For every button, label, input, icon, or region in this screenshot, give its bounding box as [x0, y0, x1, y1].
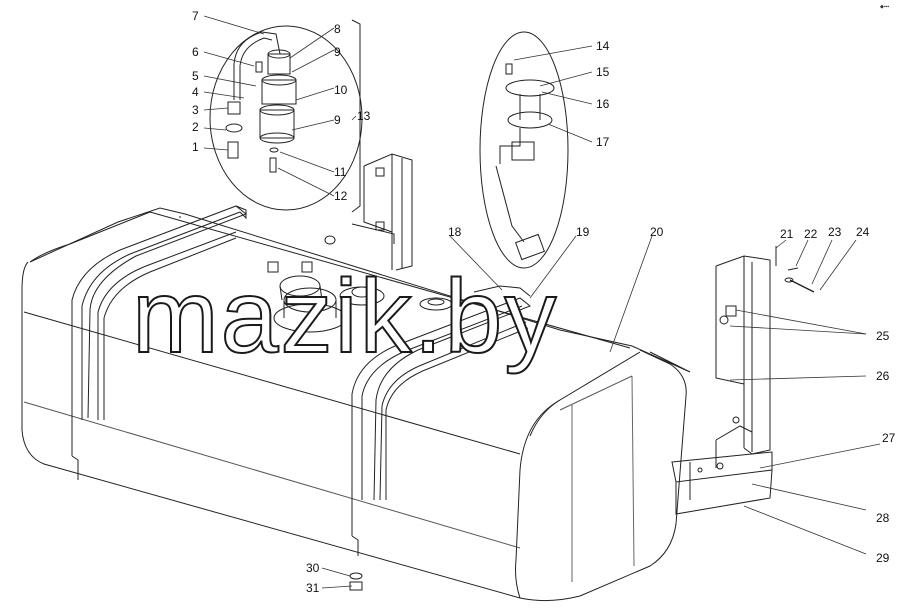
right-strap — [351, 285, 531, 556]
callout-1: 1 — [192, 140, 199, 154]
callout-labels: 7 8 6 9 5 4 10 3 13 9 2 1 11 12 14 15 16… — [192, 9, 896, 595]
callout-9-upper: 9 — [334, 45, 341, 59]
level-sensor-assembly — [479, 31, 569, 269]
callout-8: 8 — [334, 22, 341, 36]
callout-15: 15 — [596, 65, 610, 79]
callout-18: 18 — [448, 225, 462, 239]
left-strap — [71, 205, 247, 480]
watermark-text: mazik.by — [132, 259, 558, 375]
callout-25: 25 — [876, 329, 890, 343]
callout-12: 12 — [334, 189, 348, 203]
callout-14: 14 — [596, 39, 610, 53]
callout-10: 10 — [334, 83, 348, 97]
leader-lines — [203, 15, 881, 589]
callout-3: 3 — [192, 103, 199, 117]
callout-13: 13 — [357, 109, 371, 123]
callout-5: 5 — [192, 69, 199, 83]
corner-mark: ◆▪▪▪ — [880, 4, 889, 10]
callout-21: 21 — [780, 227, 794, 241]
callout-23: 23 — [828, 225, 842, 239]
tank-top-fittings — [267, 235, 453, 333]
callout-2: 2 — [192, 120, 199, 134]
callout-9-lower: 9 — [334, 113, 341, 127]
callout-27: 27 — [882, 431, 896, 445]
support-plate — [671, 451, 773, 515]
callout-11: 11 — [334, 165, 347, 179]
callout-6: 6 — [192, 45, 199, 59]
mount-bracket-top — [351, 153, 413, 271]
callout-24: 24 — [856, 225, 870, 239]
callout-26: 26 — [876, 369, 890, 383]
callout-31: 31 — [306, 581, 320, 595]
callout-29: 29 — [876, 551, 890, 565]
group-bracket-13 — [351, 19, 361, 213]
callout-7: 7 — [192, 9, 199, 23]
callout-22: 22 — [804, 227, 818, 241]
callout-4: 4 — [192, 85, 199, 99]
callout-16: 16 — [596, 97, 610, 111]
callout-19: 19 — [576, 225, 590, 239]
fuel-pump-assembly — [209, 25, 363, 211]
callout-30: 30 — [306, 561, 320, 575]
callout-20: 20 — [650, 225, 664, 239]
mount-bracket-right — [715, 255, 771, 468]
callout-28: 28 — [876, 511, 890, 525]
callout-17: 17 — [596, 135, 610, 149]
